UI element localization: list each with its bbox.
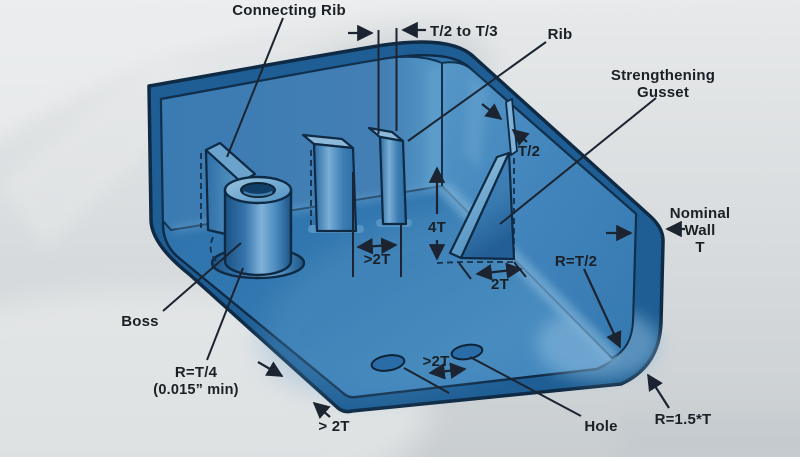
connecting-rib-leader-line: [226, 17, 284, 158]
gusset-label-line2: Gusset: [637, 84, 689, 101]
dim-nominal-wall: [606, 220, 685, 242]
corner-wall-highlight: [426, 66, 443, 192]
boss-cylinder-body: [223, 188, 293, 277]
hole-label: Hole: [584, 418, 617, 435]
boss-base-hidden-dashed: [209, 236, 217, 262]
labels: Connecting Rib T/2 to T/3 Rib Strengthen…: [121, 2, 730, 435]
rib-2-front-face: [378, 135, 408, 226]
dim-hole-spacing: [428, 362, 467, 380]
boss-label: Boss: [121, 313, 158, 330]
hole-leader-line-left: [403, 367, 450, 394]
dim-rib-spacing: [352, 172, 402, 277]
floor-holes: [370, 343, 484, 372]
dimension-arrow: [481, 103, 503, 121]
dimension-double-arrow: [356, 237, 398, 255]
boss-fillet-leader-line: [206, 267, 244, 361]
dimension-arrow: [312, 401, 331, 419]
dim-edge-distance: [257, 361, 331, 419]
rib-1: [301, 133, 364, 233]
gusset-leader-line: [499, 97, 657, 225]
connecting-rib-top-face: [204, 141, 257, 184]
edge-distance-label: > 2T: [318, 418, 349, 435]
rib-leader-line: [407, 41, 547, 142]
boss-assembly: [200, 141, 306, 280]
rib-spacing-label: >2T: [364, 251, 391, 268]
background-swoosh-top: [0, 0, 684, 138]
hole-leader-line-right: [469, 356, 582, 417]
hole-spacing-label: >2T: [423, 353, 450, 370]
dim-rib-thickness: [348, 21, 426, 134]
annotations: [162, 17, 685, 419]
dim-gusset-base: [458, 261, 527, 281]
extension-line: [458, 262, 472, 280]
rib-height-label: 4T: [428, 219, 446, 236]
boss-fillet-radius-label-line1: R=T/4: [175, 364, 218, 381]
hole-left: [370, 354, 406, 372]
rib-thickness-label: T/2 to T/3: [430, 23, 498, 40]
rib-1-front-face: [312, 142, 358, 233]
boss-hole-inner-highlight: [243, 190, 273, 197]
dim-thin-rib-thickness: [481, 103, 530, 146]
dimension-arrow: [511, 128, 530, 146]
nominal-wall-label-line3: T: [695, 239, 704, 256]
dimension-arrow: [257, 361, 284, 377]
background-dark-bottom-right: [620, 415, 800, 457]
outer-radius-label: R=1.5*T: [655, 411, 712, 428]
gusset-front-face: [459, 151, 516, 261]
hole-right: [450, 343, 484, 361]
inner-radius-label: R=T/2: [555, 253, 597, 270]
gusset-label-line1: Strengthening: [611, 67, 715, 84]
connecting-rib-label: Connecting Rib: [232, 2, 346, 19]
boss-leader-line: [162, 242, 242, 312]
outer-radius-arrow: [647, 373, 670, 409]
nominal-wall-label-line2: Wall: [684, 222, 715, 239]
boss-fillet-radius-label-line2: (0.015” min): [153, 382, 238, 398]
rib-label: Rib: [548, 26, 573, 43]
dimension-double-arrow: [475, 262, 523, 281]
inner-radius-arrow: [583, 268, 622, 349]
nominal-wall-label-line1: Nominal: [670, 205, 731, 222]
strengthening-gusset: [436, 151, 516, 264]
thin-rib-thickness-label: T/2: [518, 143, 540, 160]
gusset-base-label: 2T: [491, 276, 509, 293]
gusset-base-hidden-dashed: [436, 261, 514, 264]
